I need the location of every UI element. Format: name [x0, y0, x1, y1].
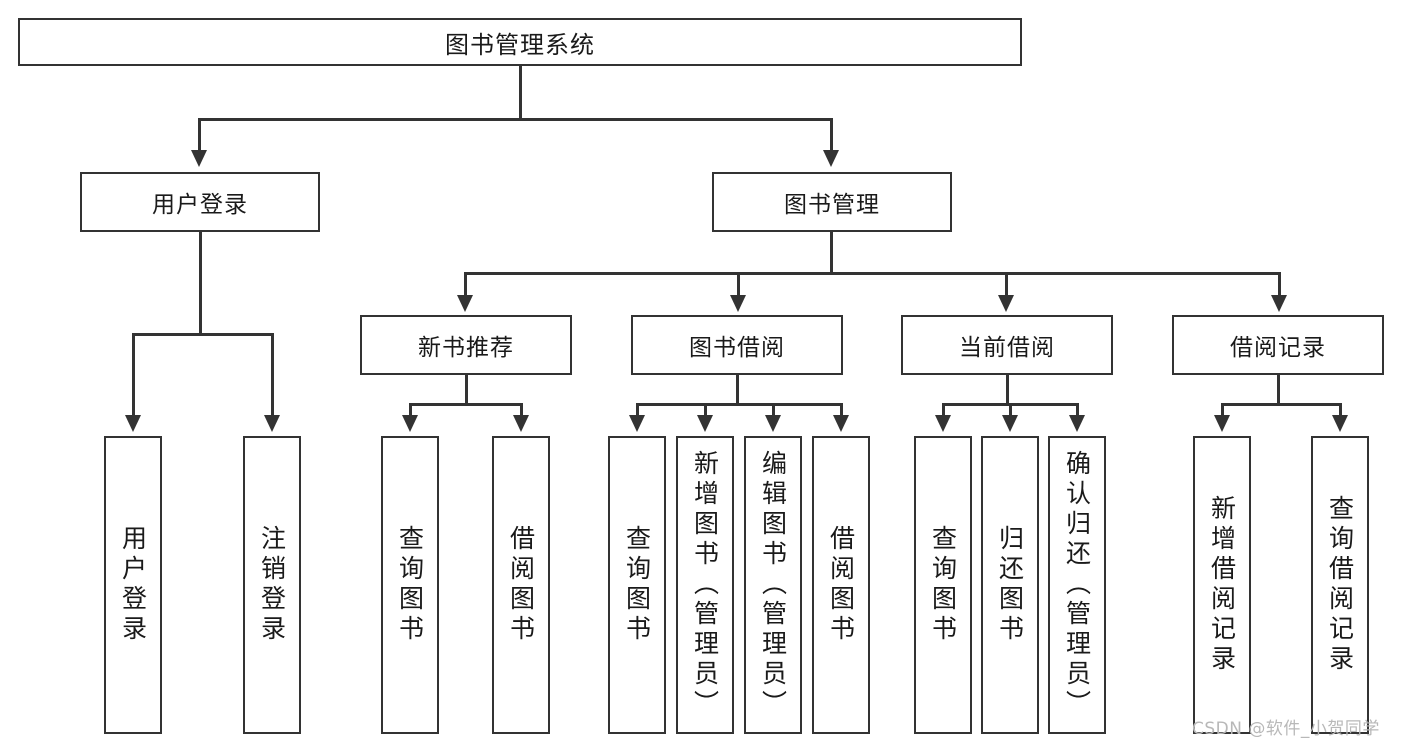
leaf-book-borrow-3[interactable]: 借阅图书	[812, 436, 870, 734]
leaf-current-borrow-0[interactable]: 查询图书	[914, 436, 972, 734]
arrow-book-borrow-leaf-0	[629, 415, 645, 432]
leaf-book-borrow-1[interactable]: 新增图书（管理员）	[676, 436, 734, 734]
arrow-borrow-record-leaf-0	[1214, 415, 1230, 432]
leaf-current-borrow-1[interactable]: 归还图书	[981, 436, 1039, 734]
edge-root-to-user-login	[198, 118, 201, 152]
edge-user-login-bar	[132, 333, 273, 336]
node-label: 查询图书	[395, 525, 425, 645]
edge-current-borrow-stem	[1006, 375, 1009, 403]
node-label: 借阅图书	[826, 525, 856, 645]
arrow-current-borrow-leaf-2	[1069, 415, 1085, 432]
arrow-user-login-leaf-1	[264, 415, 280, 432]
arrow-user-login-leaf-0	[125, 415, 141, 432]
arrow-current-borrow-leaf-1	[1002, 415, 1018, 432]
node-label: 图书管理	[784, 192, 880, 218]
node-user-login[interactable]: 用户登录	[80, 172, 320, 232]
edge-borrow-record-bar	[1221, 403, 1341, 406]
leaf-current-borrow-2[interactable]: 确认归还（管理员）	[1048, 436, 1106, 734]
leaf-user-login-0[interactable]: 用户登录	[104, 436, 162, 734]
node-label: 图书借阅	[689, 335, 785, 361]
leaf-new-book-1[interactable]: 借阅图书	[492, 436, 550, 734]
leaf-user-login-1[interactable]: 注销登录	[243, 436, 301, 734]
edge-book-manage-to-l3-2	[1005, 272, 1008, 297]
edge-book-borrow-to-leaf-1	[704, 403, 707, 417]
edge-user-login-to-leaf-0	[132, 333, 135, 417]
node-current-borrow[interactable]: 当前借阅	[901, 315, 1113, 375]
edge-book-manage-to-l3-1	[737, 272, 740, 297]
node-label: 编辑图书（管理员）	[758, 450, 788, 720]
node-label: 当前借阅	[959, 335, 1055, 361]
edge-root-stem	[519, 66, 522, 118]
edge-book-borrow-to-leaf-3	[840, 403, 843, 417]
edge-borrow-record-to-leaf-0	[1221, 403, 1224, 417]
node-label: 新增图书（管理员）	[690, 450, 720, 720]
arrow-book-borrow-leaf-1	[697, 415, 713, 432]
leaf-book-borrow-0[interactable]: 查询图书	[608, 436, 666, 734]
edge-book-manage-bar	[464, 272, 1280, 275]
edge-user-login-to-leaf-1	[271, 333, 274, 417]
edge-borrow-record-stem	[1277, 375, 1280, 403]
edge-current-borrow-to-leaf-2	[1076, 403, 1079, 417]
edge-new-book-stem	[465, 375, 468, 403]
node-label: 归还图书	[995, 525, 1025, 645]
arrow-l3-1	[730, 295, 746, 312]
arrow-book-borrow-leaf-3	[833, 415, 849, 432]
node-borrow-record[interactable]: 借阅记录	[1172, 315, 1384, 375]
edge-root-to-book-manage	[830, 118, 833, 152]
node-label: 查询图书	[928, 525, 958, 645]
edge-book-borrow-bar	[636, 403, 841, 406]
edge-current-borrow-to-leaf-1	[1009, 403, 1012, 417]
watermark-text: CSDN @软件_小贺同学	[1192, 719, 1380, 739]
edge-current-borrow-to-leaf-0	[942, 403, 945, 417]
node-label: 新增借阅记录	[1207, 495, 1237, 675]
node-label: 注销登录	[257, 525, 287, 645]
node-label: 查询借阅记录	[1325, 495, 1355, 675]
node-label: 用户登录	[152, 192, 248, 218]
node-root-system[interactable]: 图书管理系统	[18, 18, 1022, 66]
edge-new-book-to-leaf-1	[520, 403, 523, 417]
edge-new-book-bar	[409, 403, 522, 406]
csdn-watermark: CSDN @软件_小贺同学	[1192, 714, 1380, 739]
arrow-book-borrow-leaf-2	[765, 415, 781, 432]
arrow-new-book-leaf-1	[513, 415, 529, 432]
edge-book-manage-to-l3-3	[1278, 272, 1281, 297]
node-label: 确认归还（管理员）	[1062, 450, 1092, 720]
edge-book-borrow-to-leaf-2	[772, 403, 775, 417]
node-label: 用户登录	[118, 525, 148, 645]
edge-book-borrow-stem	[736, 375, 739, 403]
arrow-l3-2	[998, 295, 1014, 312]
arrow-new-book-leaf-0	[402, 415, 418, 432]
edge-book-manage-to-l3-0	[464, 272, 467, 297]
node-label: 图书管理系统	[445, 30, 595, 59]
node-label: 借阅图书	[506, 525, 536, 645]
arrow-to-book-manage	[823, 150, 839, 167]
node-new-book-recommend[interactable]: 新书推荐	[360, 315, 572, 375]
node-label: 借阅记录	[1230, 335, 1326, 361]
arrow-to-user-login	[191, 150, 207, 167]
leaf-book-borrow-2[interactable]: 编辑图书（管理员）	[744, 436, 802, 734]
leaf-borrow-record-1[interactable]: 查询借阅记录	[1311, 436, 1369, 734]
edge-book-manage-stem	[830, 232, 833, 272]
edge-user-login-stem	[199, 232, 202, 333]
node-label: 查询图书	[622, 525, 652, 645]
arrow-l3-0	[457, 295, 473, 312]
node-book-borrow[interactable]: 图书借阅	[631, 315, 843, 375]
edge-new-book-to-leaf-0	[409, 403, 412, 417]
edge-book-borrow-to-leaf-0	[636, 403, 639, 417]
edge-root-bar	[198, 118, 832, 121]
edge-borrow-record-to-leaf-1	[1339, 403, 1342, 417]
arrow-borrow-record-leaf-1	[1332, 415, 1348, 432]
leaf-new-book-0[interactable]: 查询图书	[381, 436, 439, 734]
node-label: 新书推荐	[418, 335, 514, 361]
arrow-current-borrow-leaf-0	[935, 415, 951, 432]
leaf-borrow-record-0[interactable]: 新增借阅记录	[1193, 436, 1251, 734]
arrow-l3-3	[1271, 295, 1287, 312]
node-book-manage[interactable]: 图书管理	[712, 172, 952, 232]
